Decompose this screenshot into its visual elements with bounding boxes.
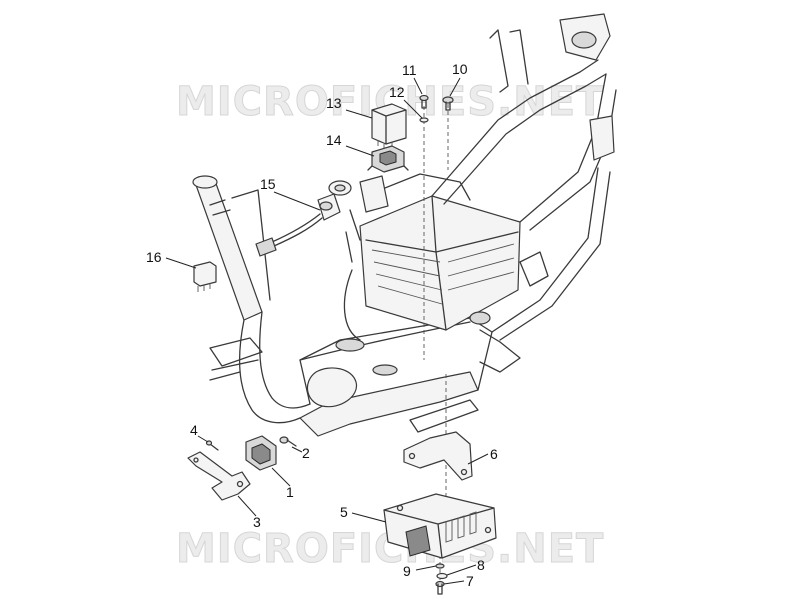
part-relay-16 [193, 261, 217, 292]
part-washer-12 [419, 117, 429, 123]
callout-15: 15 [260, 176, 276, 192]
callout-6: 6 [490, 446, 498, 462]
callout-labels: 1 2 3 4 5 6 7 8 9 10 11 12 13 14 15 16 [146, 61, 498, 589]
part-relay-13 [371, 103, 407, 150]
callout-4: 4 [190, 422, 198, 438]
callout-12: 12 [389, 84, 405, 100]
part-screw-4 [205, 440, 219, 451]
part-washer-8 [436, 572, 448, 580]
part-bracket-6 [403, 431, 473, 481]
part-screw-10 [442, 96, 454, 111]
watermark-top: MICROFICHES.NET [176, 79, 604, 125]
part-screw-2 [279, 436, 297, 447]
callout-16: 16 [146, 249, 162, 265]
part-holder-14 [367, 145, 409, 173]
callout-10: 10 [452, 61, 468, 77]
callout-5: 5 [340, 504, 348, 520]
callout-1: 1 [286, 484, 294, 500]
callout-8: 8 [477, 557, 485, 573]
part-screw-7 [435, 580, 445, 595]
part-screw-11 [419, 94, 429, 109]
callout-2: 2 [302, 445, 310, 461]
callout-7: 7 [466, 573, 474, 589]
callout-9: 9 [403, 563, 411, 579]
callout-3: 3 [253, 514, 261, 530]
callout-11: 11 [402, 62, 417, 78]
callout-14: 14 [326, 132, 342, 148]
part-socket-15 [255, 180, 352, 257]
scooter-frame [192, 13, 617, 437]
leader-lines [165, 77, 489, 585]
part-bracket-3 [187, 451, 251, 501]
callout-13: 13 [326, 95, 342, 111]
part-spacer-9 [435, 563, 445, 569]
part-ecu-5 [383, 493, 497, 559]
part-holder-1 [245, 435, 277, 471]
